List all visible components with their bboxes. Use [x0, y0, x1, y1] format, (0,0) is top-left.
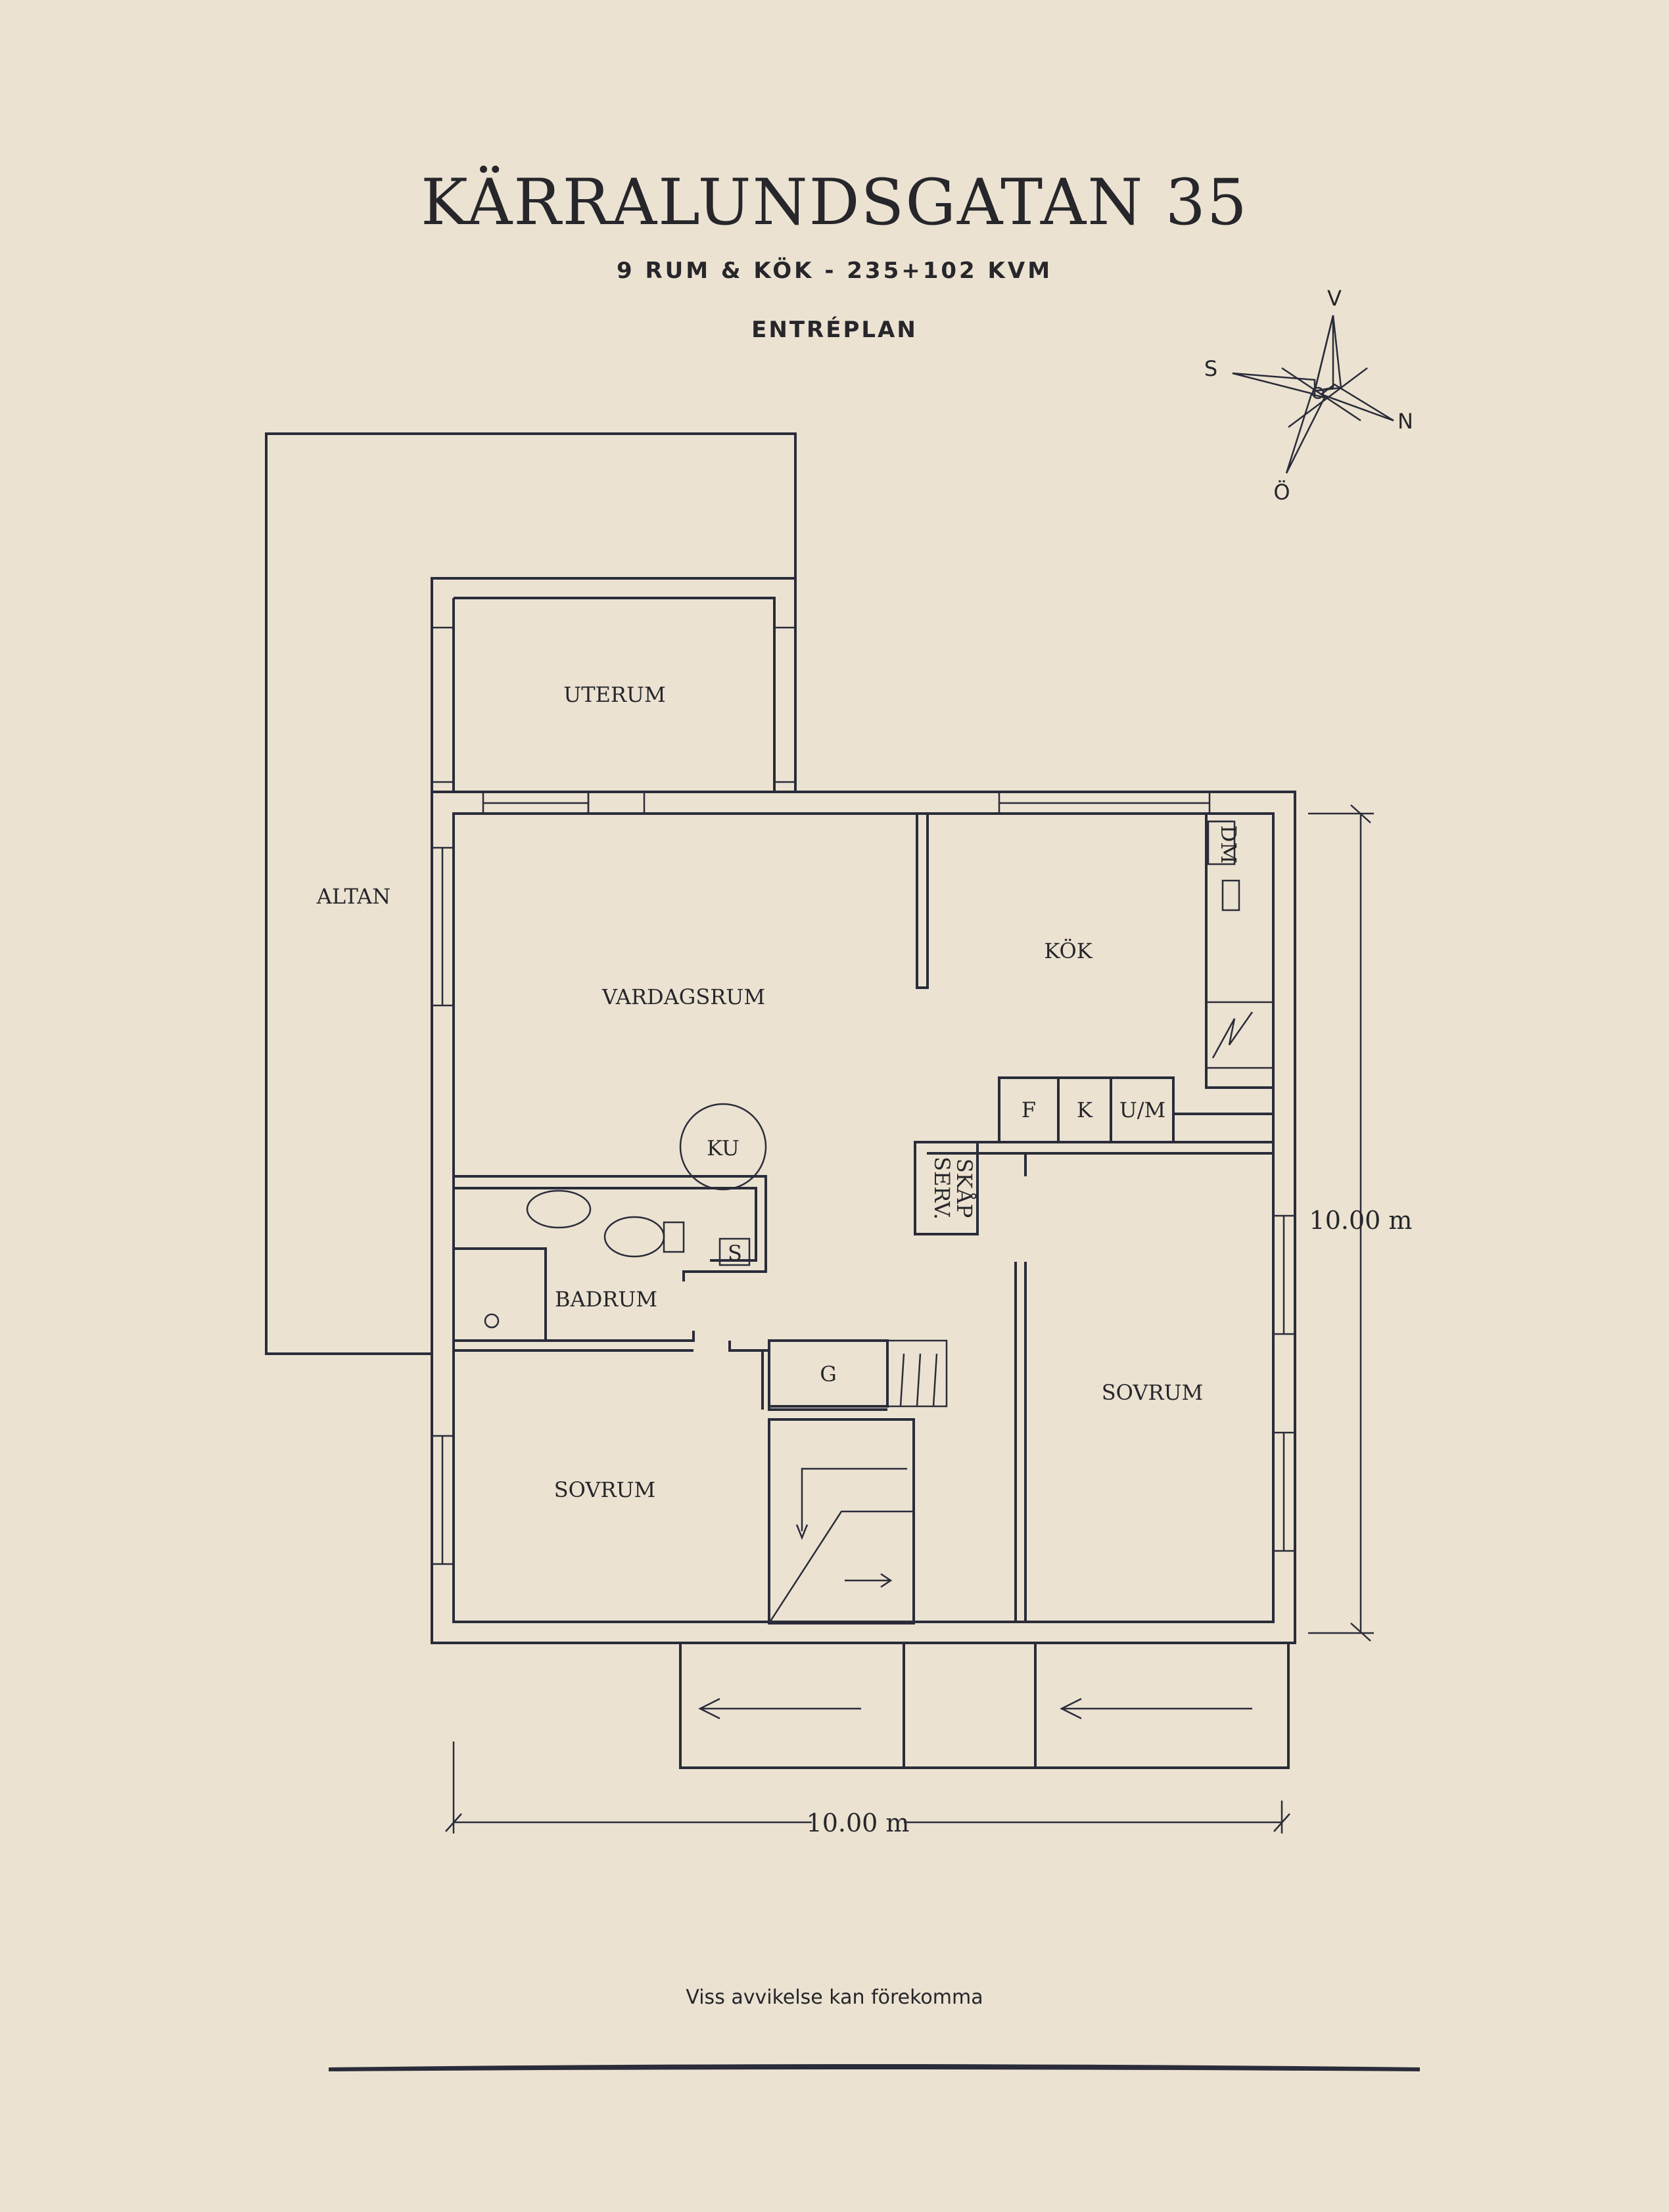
page-title: KÄRRALUNDSGATAN 35 [421, 166, 1248, 239]
entrance-steps [679, 1642, 1290, 1769]
compass-east-label: Ö [1273, 480, 1290, 505]
compass-south-label: S [1204, 356, 1217, 381]
compass-west-label: V [1327, 286, 1342, 311]
room-label-sovrum-right: SOVRUM [1102, 1380, 1204, 1405]
page-subtitle: 9 RUM & KÖK - 235+102 KVM [616, 258, 1053, 284]
fixture-label-dm: DM [1216, 825, 1241, 864]
uterum-walls [431, 577, 797, 792]
footer-divider [329, 2064, 1420, 2071]
room-label-badrum: BADRUM [555, 1287, 657, 1312]
fixture-label-f: F [1022, 1097, 1036, 1122]
dimension-lines [445, 804, 1374, 1833]
fixture-label-s: S [728, 1241, 742, 1266]
fixture-label-ku: KU [707, 1136, 740, 1161]
fixture-label-skap: SKÅP [952, 1159, 977, 1218]
room-label-kok: KÖK [1044, 938, 1093, 963]
interior-walls [454, 812, 1275, 1624]
room-label-sovrum-left: SOVRUM [554, 1477, 656, 1502]
disclaimer-text: Viss avvikelse kan förekomma [686, 1986, 983, 2009]
dimension-label-horizontal: 10.00 m [807, 1809, 910, 1837]
fixture-label-g: G [820, 1362, 837, 1387]
room-label-uterum: UTERUM [563, 682, 666, 707]
fixture-label-k: K [1077, 1097, 1093, 1122]
fixture-label-um: U/M [1119, 1097, 1166, 1122]
compass-north-label: N [1398, 409, 1413, 434]
floor-level-label: ENTRÉPLAN [751, 317, 918, 343]
compass-rose-icon: V S N Ö [1204, 286, 1413, 505]
dimension-label-vertical: 10.00 m [1309, 1206, 1413, 1235]
house-outer-walls [431, 791, 1296, 1644]
fixture-label-serv: SERV. [929, 1157, 954, 1220]
room-label-altan: ALTAN [316, 884, 390, 909]
room-label-vardagsrum: VARDAGSRUM [601, 984, 765, 1009]
